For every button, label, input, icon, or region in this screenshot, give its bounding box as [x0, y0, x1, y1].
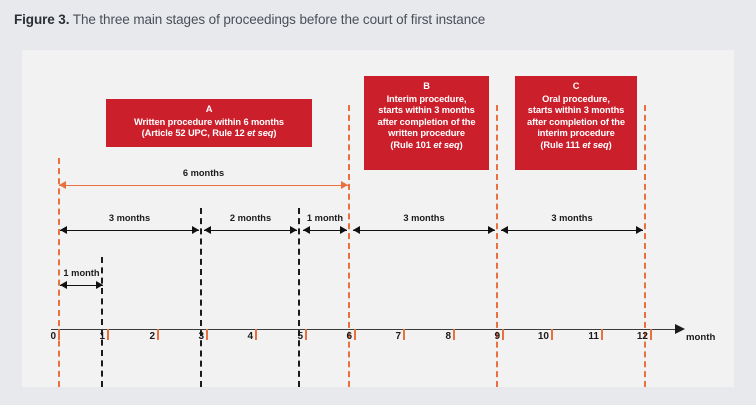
stage-c-line-3: after completion of the	[527, 116, 625, 127]
stage-c-ref-italic: et seq	[582, 139, 609, 150]
stage-box-a: A Written procedure within 6 months (Art…	[106, 99, 312, 147]
stage-b-line-1: Interim procedure,	[386, 93, 467, 104]
span-row2-5-arrow-right	[636, 225, 643, 234]
span-row2-2-label: 2 months	[229, 213, 272, 223]
axis-tick-label-4: 4	[247, 331, 253, 342]
stage-a-ref-suffix: )	[273, 128, 277, 139]
stage-box-c: C Oral procedure, starts within 3 months…	[515, 76, 637, 170]
axis-tick-8	[453, 329, 455, 340]
stage-b-line-4: written procedure	[388, 128, 465, 139]
span-row2-5-arrow-left	[501, 225, 508, 234]
stage-b-reference: (Rule 101 et seq)	[368, 140, 485, 152]
span-row3-arrow-left	[60, 280, 67, 289]
axis-tick-3	[206, 329, 208, 340]
axis-tick-label-1: 1	[99, 331, 105, 342]
axis-tick-6	[354, 329, 356, 340]
figure-caption: Figure 3. The three main stages of proce…	[14, 12, 485, 27]
span-row2-4-bar	[353, 230, 495, 231]
stage-a-ref-prefix: (Article 52 UPC, Rule 12	[141, 128, 248, 139]
stage-a-ref-italic: et seq	[247, 128, 274, 139]
axis-tick-0	[58, 329, 60, 340]
axis-tick-2	[157, 329, 159, 340]
stage-b-line-2: starts within 3 months	[378, 105, 475, 116]
span-row2-3-arrow-left	[303, 225, 310, 234]
axis-tick-label-11: 11	[588, 331, 599, 342]
axis-tick-label-6: 6	[346, 331, 352, 342]
axis-tick-10	[551, 329, 553, 340]
stage-b-line-3: after completion of the	[377, 116, 476, 127]
axis-tick-label-9: 9	[494, 331, 500, 342]
span-6-months-label: 6 months	[182, 168, 225, 178]
guide-line-month-6	[348, 105, 350, 387]
stage-b-letter: B	[423, 81, 430, 91]
timeline-diagram: A Written procedure within 6 months (Art…	[22, 50, 734, 387]
span-row2-1-arrow-left	[60, 225, 67, 234]
span-row2-2-arrow-left	[204, 225, 211, 234]
axis-tick-1	[107, 329, 109, 340]
guide-line-month-12	[644, 105, 646, 387]
axis-tick-label-3: 3	[198, 331, 204, 342]
axis-arrow-head	[675, 324, 685, 334]
axis-tick-label-0: 0	[50, 331, 56, 342]
span-6-months-arrow-left	[59, 180, 66, 189]
span-6-months-bar	[59, 185, 348, 186]
span-row2-4-arrow-right	[488, 225, 495, 234]
axis-tick-label-8: 8	[445, 331, 451, 342]
axis-tick-4	[255, 329, 257, 340]
guide-line-month-1	[101, 257, 103, 387]
stage-b-ref-italic: et seq	[433, 139, 460, 150]
span-row3-label: 1 month	[63, 268, 100, 278]
stage-c-letter: C	[572, 81, 580, 91]
guide-line-month-9	[496, 105, 498, 387]
span-row2-2-arrow-right	[290, 225, 297, 234]
axis-line	[51, 329, 676, 330]
stage-a-line-1: Written procedure within 6 months	[134, 116, 284, 127]
span-row2-4-label: 3 months	[403, 213, 445, 223]
guide-line-month-3	[200, 208, 202, 387]
stage-c-line-4: interim procedure	[537, 128, 615, 139]
stage-c-ref-suffix: )	[608, 139, 612, 150]
guide-line-month-0	[58, 158, 60, 387]
stage-c-reference: (Rule 111 et seq)	[519, 140, 633, 152]
axis-tick-label-2: 2	[149, 331, 155, 342]
span-row2-3-label: 1 month	[306, 213, 344, 223]
stage-c-ref-prefix: (Rule 111	[540, 139, 583, 150]
stage-box-b: B Interim procedure, starts within 3 mon…	[364, 76, 489, 170]
axis-tick-9	[502, 329, 504, 340]
stage-b-ref-suffix: )	[459, 139, 463, 150]
span-row3-bar	[60, 285, 103, 286]
axis-tick-label-12: 12	[636, 331, 648, 342]
span-6-months-arrow-right	[341, 180, 348, 189]
span-row2-5-bar	[501, 230, 643, 231]
stage-c-line-2: starts within 3 months	[527, 105, 625, 116]
span-row2-4-arrow-left	[353, 225, 360, 234]
span-row2-2-bar	[204, 230, 297, 231]
axis-tick-7	[403, 329, 405, 340]
stage-c-line-1: Oral procedure,	[542, 93, 610, 104]
figure-number: Figure 3.	[14, 12, 70, 27]
axis-tick-label-10: 10	[537, 331, 549, 342]
span-row2-1-label: 3 months	[108, 213, 151, 223]
span-row2-5-label: 3 months	[551, 213, 593, 223]
axis-tick-12	[650, 329, 652, 340]
axis-tick-label-7: 7	[395, 331, 401, 342]
figure-header: Figure 3. The three main stages of proce…	[0, 0, 756, 42]
span-row2-3-arrow-right	[340, 225, 347, 234]
guide-line-month-5	[298, 208, 300, 387]
axis-tick-11	[601, 329, 603, 340]
axis-tick-label-5: 5	[297, 331, 303, 342]
span-row2-1-bar	[60, 230, 199, 231]
axis-unit-label: month	[686, 332, 716, 343]
span-row2-3-bar	[303, 230, 347, 231]
stage-a-reference: (Article 52 UPC, Rule 12 et seq)	[110, 128, 308, 140]
figure-caption-text: The three main stages of proceedings bef…	[72, 12, 486, 27]
figure-footer	[0, 387, 756, 405]
axis-tick-5	[305, 329, 307, 340]
stage-b-ref-prefix: (Rule 101	[390, 139, 434, 150]
span-row3-arrow-right	[96, 280, 103, 289]
span-row2-1-arrow-right	[192, 225, 199, 234]
stage-a-letter: A	[205, 104, 213, 114]
